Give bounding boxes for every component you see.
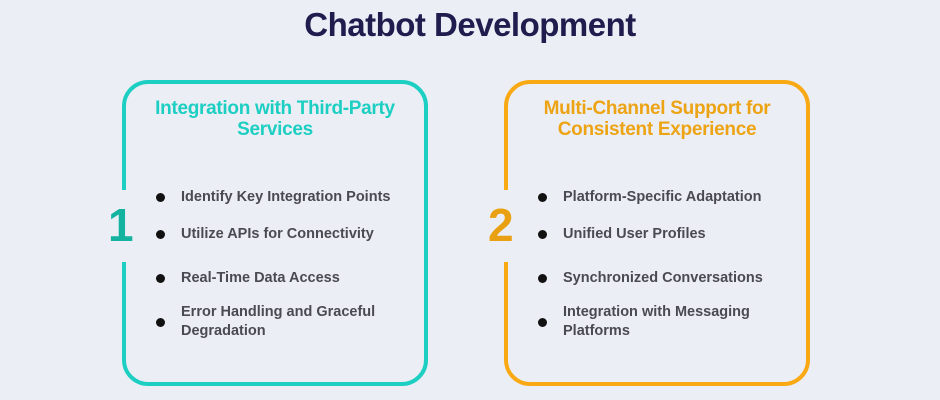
list-item: Identify Key Integration Points	[156, 178, 421, 216]
list-item: Utilize APIs for Connectivity	[156, 224, 421, 244]
border-gap	[120, 190, 128, 262]
list-item: Real-Time Data Access	[156, 268, 421, 288]
bullet-icon	[538, 193, 547, 202]
bullet-icon	[538, 230, 547, 239]
card-title: Integration with Third-Party Services	[155, 98, 395, 140]
item-text: Real-Time Data Access	[181, 269, 340, 286]
item-text: Identify Key Integration Points	[181, 188, 391, 205]
item-text: Synchronized Conversations	[563, 269, 763, 286]
border-gap	[502, 190, 510, 262]
card-list: Identify Key Integration Points Utilize …	[156, 178, 421, 341]
bullet-icon	[156, 274, 165, 283]
bullet-icon	[538, 274, 547, 283]
bullet-icon	[156, 230, 165, 239]
card-number: 1	[108, 199, 134, 251]
page-title: Chatbot Development	[304, 6, 636, 43]
card-third-party-integration: Integration with Third-Party Services Id…	[120, 80, 428, 386]
card-number: 2	[488, 199, 514, 251]
list-item: Integration with Messaging Platforms	[538, 303, 803, 341]
list-item: Synchronized Conversations	[538, 268, 803, 288]
bullet-icon	[538, 318, 547, 327]
item-text: Platform-Specific Adaptation	[563, 188, 762, 205]
list-item: Unified User Profiles	[538, 224, 803, 244]
card-list: Platform-Specific Adaptation Unified Use…	[538, 178, 803, 341]
card-title: Multi-Channel Support for Consistent Exp…	[543, 98, 771, 140]
item-text: Error Handling and Graceful Degradation	[181, 304, 376, 339]
item-text: Utilize APIs for Connectivity	[181, 225, 374, 242]
card-multi-channel-support: Multi-Channel Support for Consistent Exp…	[502, 80, 810, 386]
item-text: Unified User Profiles	[563, 225, 706, 242]
bullet-icon	[156, 318, 165, 327]
list-item: Platform-Specific Adaptation	[538, 178, 803, 216]
list-item: Error Handling and Graceful Degradation	[156, 303, 421, 341]
item-text: Integration with Messaging Platforms	[563, 304, 750, 339]
bullet-icon	[156, 193, 165, 202]
